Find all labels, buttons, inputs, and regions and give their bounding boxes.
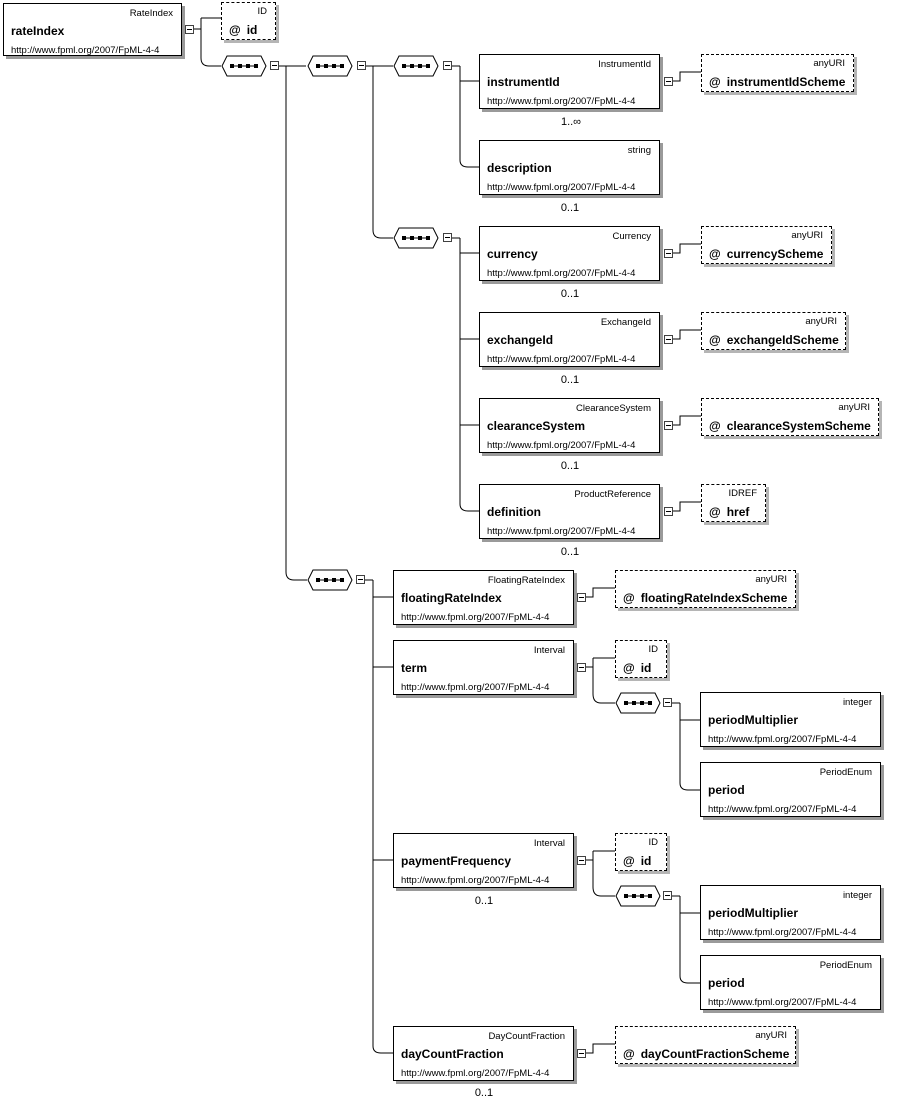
collapse-toggle-icon[interactable] xyxy=(663,698,672,707)
collapse-toggle-icon[interactable] xyxy=(664,507,673,516)
collapse-toggle-icon[interactable] xyxy=(356,575,365,584)
element-clearance-system[interactable]: ClearanceSystem clearanceSystem http://w… xyxy=(479,398,660,453)
collapse-toggle-icon[interactable] xyxy=(664,421,673,430)
collapse-toggle-icon[interactable] xyxy=(357,61,366,70)
collapse-toggle-icon[interactable] xyxy=(664,77,673,86)
collapse-toggle-icon[interactable] xyxy=(577,856,586,865)
attribute-name: @id xyxy=(229,23,258,37)
attribute-id[interactable]: ID @id xyxy=(221,2,276,40)
element-term[interactable]: Interval term http://www.fpml.org/2007/F… xyxy=(393,640,574,695)
element-exchange-id[interactable]: ExchangeId exchangeId http://www.fpml.or… xyxy=(479,312,660,367)
collapse-toggle-icon[interactable] xyxy=(185,25,194,34)
element-instrument-id[interactable]: InstrumentId instrumentId http://www.fpm… xyxy=(479,54,660,109)
collapse-toggle-icon[interactable] xyxy=(664,249,673,258)
collapse-toggle-icon[interactable] xyxy=(663,891,672,900)
attribute-payment-frequency-id[interactable]: ID @id xyxy=(615,833,667,871)
attribute-term-id[interactable]: ID @id xyxy=(615,640,667,678)
sequence-compositor-icon[interactable] xyxy=(615,692,661,714)
attribute-type: ID xyxy=(257,6,268,17)
element-definition[interactable]: ProductReference definition http://www.f… xyxy=(479,484,660,539)
attribute-currency-scheme[interactable]: anyURI @currencyScheme xyxy=(701,226,832,264)
element-name: rateIndex xyxy=(11,24,65,38)
element-period-multiplier[interactable]: integer periodMultiplier http://www.fpml… xyxy=(700,885,881,940)
attribute-href[interactable]: IDREF @href xyxy=(701,484,766,522)
attribute-instrument-id-scheme[interactable]: anyURI @instrumentIdScheme xyxy=(701,54,854,92)
collapse-toggle-icon[interactable] xyxy=(443,61,452,70)
cardinality-label: 0..1 xyxy=(560,460,580,472)
sequence-compositor-icon[interactable] xyxy=(307,569,353,591)
element-namespace: http://www.fpml.org/2007/FpML-4-4 xyxy=(11,45,160,56)
cardinality-label: 0..1 xyxy=(560,546,580,558)
collapse-toggle-icon[interactable] xyxy=(664,335,673,344)
collapse-toggle-icon[interactable] xyxy=(577,1049,586,1058)
element-period-multiplier[interactable]: integer periodMultiplier http://www.fpml… xyxy=(700,692,881,747)
sequence-compositor-icon[interactable] xyxy=(615,885,661,907)
element-payment-frequency[interactable]: Interval paymentFrequency http://www.fpm… xyxy=(393,833,574,888)
attribute-exchange-id-scheme[interactable]: anyURI @exchangeIdScheme xyxy=(701,312,846,350)
sequence-compositor-icon[interactable] xyxy=(393,55,439,77)
collapse-toggle-icon[interactable] xyxy=(577,593,586,602)
element-type: RateIndex xyxy=(129,8,173,19)
cardinality-label: 0..1 xyxy=(474,1087,494,1099)
cardinality-label: 1..∞ xyxy=(560,116,582,128)
attribute-floating-rate-index-scheme[interactable]: anyURI @floatingRateIndexScheme xyxy=(615,570,796,608)
cardinality-label: 0..1 xyxy=(474,895,494,907)
element-description[interactable]: string description http://www.fpml.org/2… xyxy=(479,140,660,195)
element-currency[interactable]: Currency currency http://www.fpml.org/20… xyxy=(479,226,660,281)
element-rate-index[interactable]: RateIndex rateIndex http://www.fpml.org/… xyxy=(3,3,182,56)
cardinality-label: 0..1 xyxy=(560,288,580,300)
sequence-compositor-icon[interactable] xyxy=(221,55,267,77)
attribute-day-count-fraction-scheme[interactable]: anyURI @dayCountFractionScheme xyxy=(615,1026,796,1064)
cardinality-label: 0..1 xyxy=(560,374,580,386)
collapse-toggle-icon[interactable] xyxy=(443,233,452,242)
element-period[interactable]: PeriodEnum period http://www.fpml.org/20… xyxy=(700,762,881,817)
cardinality-label: 0..1 xyxy=(560,202,580,214)
sequence-compositor-icon[interactable] xyxy=(307,55,353,77)
collapse-toggle-icon[interactable] xyxy=(270,61,279,70)
element-day-count-fraction[interactable]: DayCountFraction dayCountFraction http:/… xyxy=(393,1026,574,1081)
element-floating-rate-index[interactable]: FloatingRateIndex floatingRateIndex http… xyxy=(393,570,574,625)
sequence-compositor-icon[interactable] xyxy=(393,227,439,249)
element-period[interactable]: PeriodEnum period http://www.fpml.org/20… xyxy=(700,955,881,1010)
attribute-clearance-system-scheme[interactable]: anyURI @clearanceSystemScheme xyxy=(701,398,879,436)
collapse-toggle-icon[interactable] xyxy=(577,663,586,672)
